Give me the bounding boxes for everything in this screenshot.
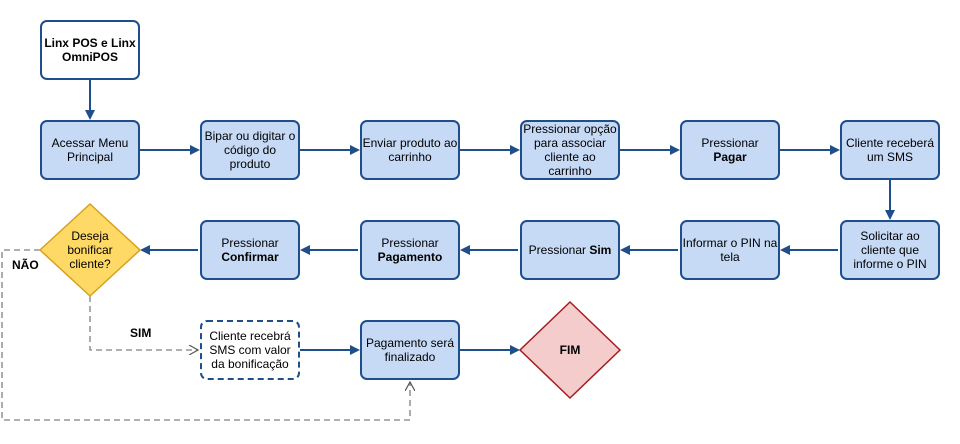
sms-bonificacao-node: Cliente recebrá SMS com valor da bonific… (200, 320, 300, 380)
edge-label-sim: SIM (130, 326, 152, 340)
cliente-sms-label: Cliente receberá um SMS (845, 136, 935, 164)
enviar-produto-label: Enviar produto ao carrinho (362, 136, 458, 164)
pressionar-sim-prefix: Pressionar (528, 243, 586, 257)
pressionar-pagamento-prefix: Pressionar (381, 236, 439, 250)
start-node-label: Linx POS e Linx OmniPOS (44, 36, 136, 64)
start-node: Linx POS e Linx OmniPOS (40, 20, 140, 80)
cliente-sms-node: Cliente receberá um SMS (840, 120, 940, 180)
bipar-produto-node: Bipar ou digitar o código do produto (200, 120, 300, 180)
edge-decision-nao (1, 249, 410, 421)
edge-decision-sim (89, 296, 198, 350)
acessar-menu-label: Acessar Menu Principal (51, 136, 129, 164)
pressionar-pagamento-keyword: Pagamento (377, 250, 443, 264)
decision-label: Deseja bonificar cliente? (67, 229, 113, 271)
pressionar-sim-label: Pressionar Sim (529, 243, 612, 257)
informar-pin-node: Informar o PIN na tela (680, 220, 780, 280)
pressionar-opcao-node: Pressionar opção para associar cliente a… (520, 120, 620, 180)
end-diamond-shape (518, 300, 622, 400)
pagamento-finalizado-node: Pagamento será finalizado (360, 320, 460, 380)
pressionar-confirmar-keyword: Confirmar (221, 250, 279, 264)
decision-diamond-shape (38, 202, 142, 298)
sms-bonificacao-label: Cliente recebrá SMS com valor da bonific… (209, 329, 291, 371)
pressionar-confirmar-prefix: Pressionar (221, 236, 279, 250)
pressionar-pagar-prefix: Pressionar (701, 136, 759, 150)
pressionar-sim-node: Pressionar Sim (520, 220, 620, 280)
pressionar-pagar-keyword: Pagar (713, 150, 747, 164)
solicitar-pin-node: Solicitar ao cliente que informe o PIN (840, 220, 940, 280)
informar-pin-label: Informar o PIN na tela (682, 236, 778, 264)
fim-label: FIM (559, 343, 581, 357)
pagamento-finalizado-label: Pagamento será finalizado (365, 336, 455, 364)
pressionar-opcao-label: Pressionar opção para associar cliente a… (523, 122, 617, 178)
enviar-produto-node: Enviar produto ao carrinho (360, 120, 460, 180)
bipar-produto-label: Bipar ou digitar o código do produto (204, 129, 296, 171)
edge-label-nao: NÃO (12, 258, 39, 272)
acessar-menu-node: Acessar Menu Principal (40, 120, 140, 180)
solicitar-pin-label: Solicitar ao cliente que informe o PIN (853, 229, 927, 271)
pressionar-sim-keyword: Sim (589, 243, 612, 257)
